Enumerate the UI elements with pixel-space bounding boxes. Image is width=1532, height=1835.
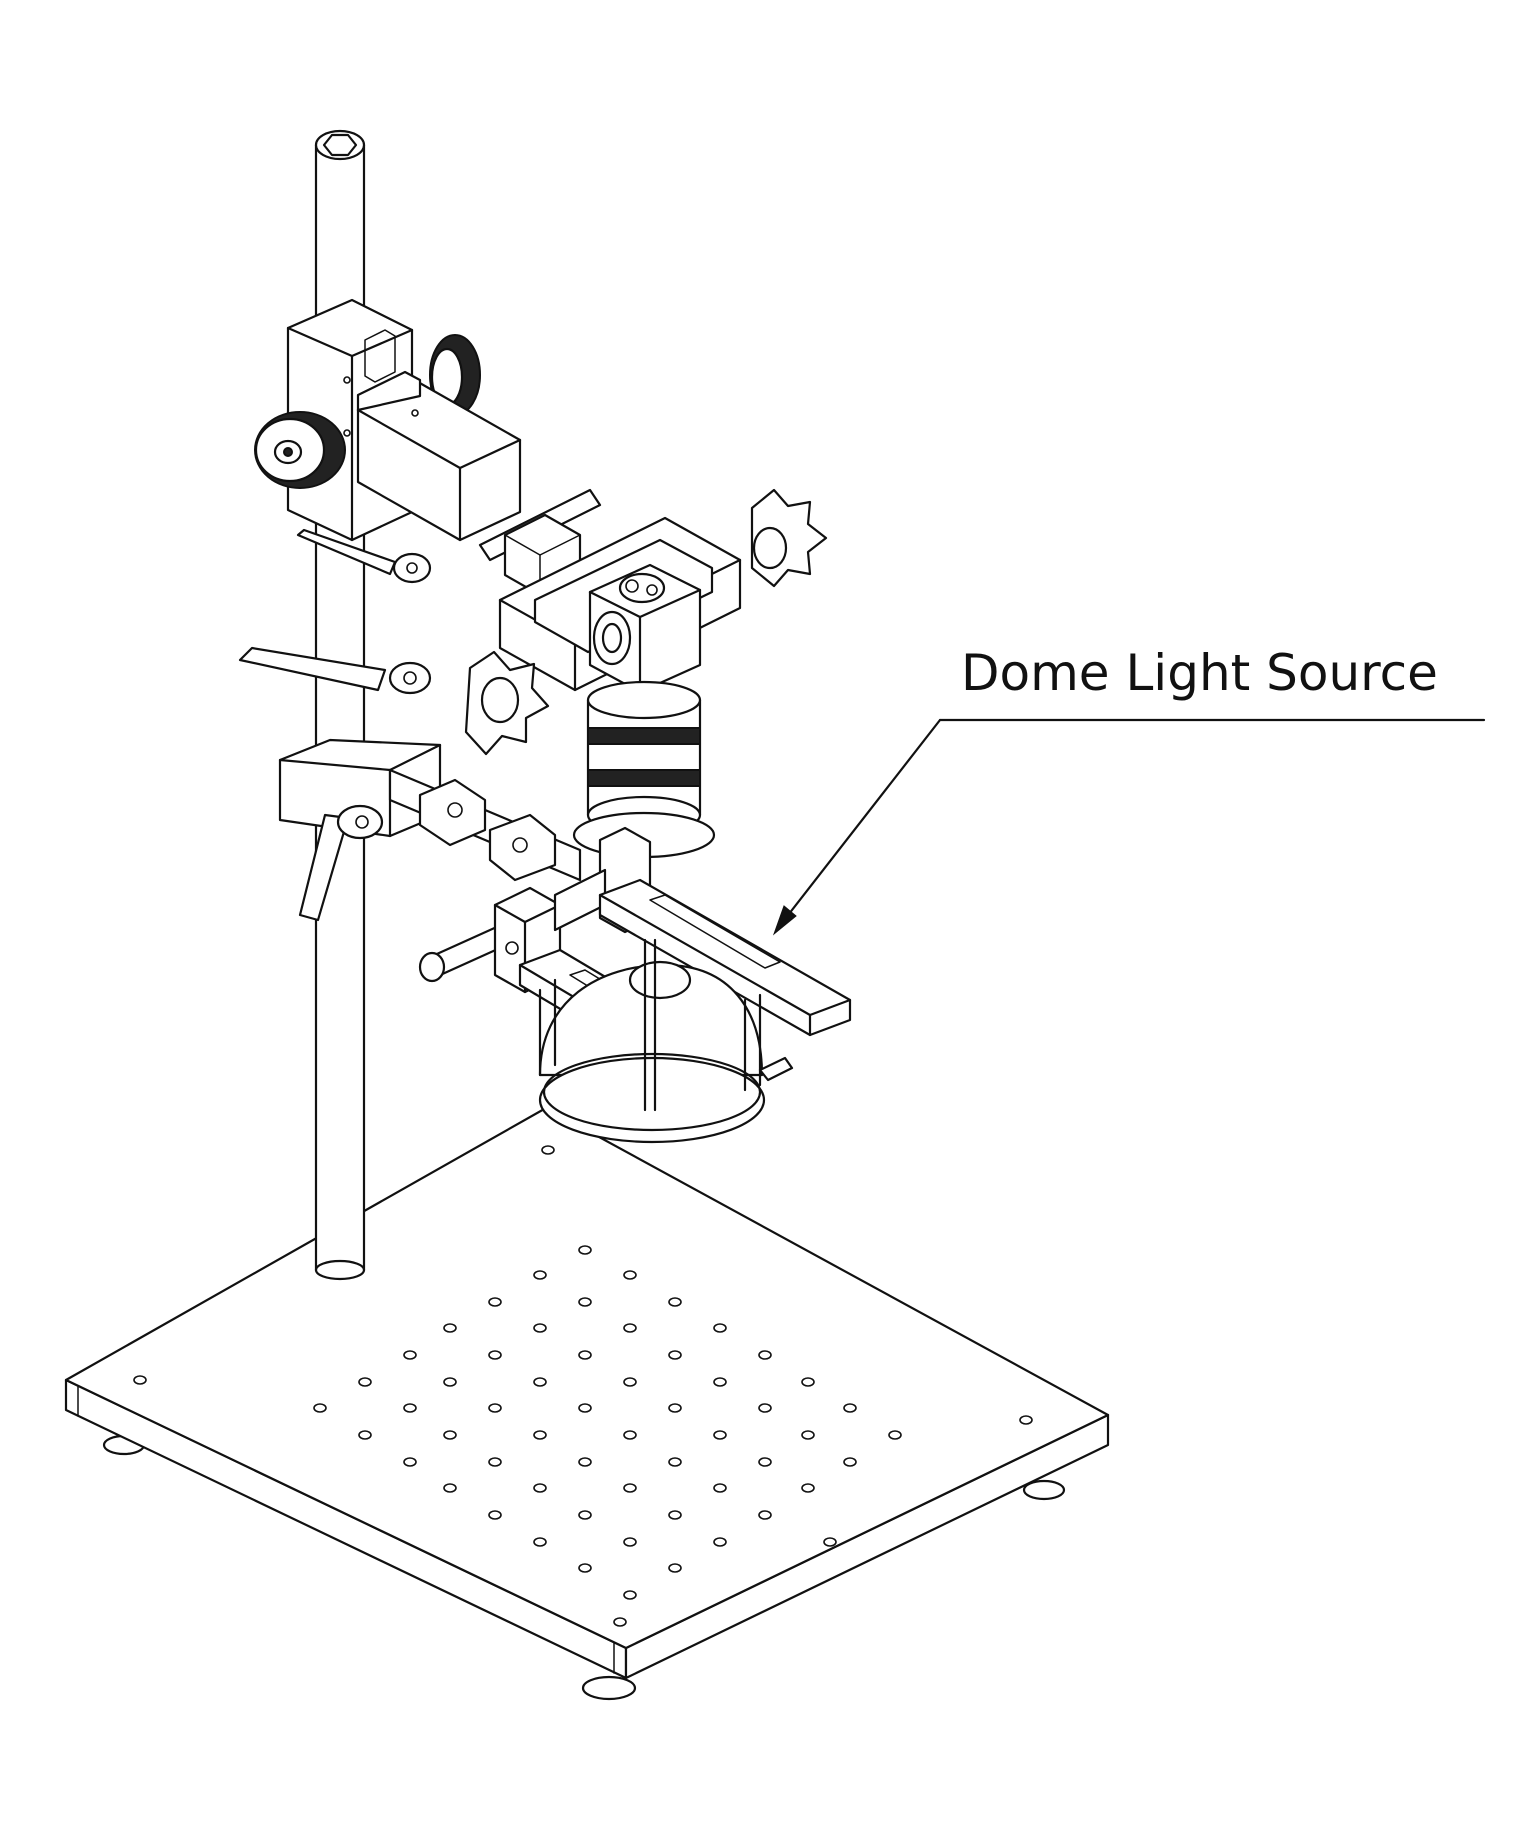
plate-hole	[668, 1350, 682, 1360]
plate-hole	[758, 1510, 772, 1520]
plate-hole	[358, 1377, 372, 1387]
plate-hole	[133, 1375, 147, 1385]
plate-hole	[578, 1297, 592, 1307]
plate-mounting-holes	[133, 1145, 1033, 1627]
plate-hole	[668, 1563, 682, 1573]
plate-hole	[843, 1457, 857, 1467]
plate-hole	[843, 1403, 857, 1413]
plate-hole	[623, 1590, 637, 1600]
plate-hole	[758, 1457, 772, 1467]
plate-hole	[623, 1483, 637, 1493]
plate-hole	[613, 1617, 627, 1627]
callout-leader-line	[776, 718, 942, 930]
plate-hole	[713, 1537, 727, 1547]
plate-hole	[578, 1563, 592, 1573]
callout-label: Dome Light Source	[961, 644, 1438, 702]
dome-light-source	[538, 938, 794, 1144]
plate-hole	[713, 1323, 727, 1333]
plate-hole	[801, 1377, 815, 1387]
plate-hole	[488, 1510, 502, 1520]
plate-hole	[488, 1403, 502, 1413]
plate-hole	[533, 1377, 547, 1387]
plate-hole	[541, 1145, 555, 1155]
plate-hole	[668, 1403, 682, 1413]
plate-hole	[443, 1323, 457, 1333]
plate-hole	[443, 1377, 457, 1387]
plate-hole	[758, 1350, 772, 1360]
plate-hole	[578, 1245, 592, 1255]
plate-hole	[533, 1537, 547, 1547]
plate-hole	[488, 1350, 502, 1360]
plate-hole	[801, 1430, 815, 1440]
plate-hole	[488, 1297, 502, 1307]
plate-hole	[403, 1350, 417, 1360]
plate-hole	[623, 1323, 637, 1333]
callout-arrowhead	[772, 905, 797, 936]
plate-hole	[533, 1430, 547, 1440]
plate-hole	[668, 1297, 682, 1307]
plate-hole	[668, 1457, 682, 1467]
upper-post-clamp	[254, 298, 481, 542]
plate-hole	[358, 1430, 372, 1440]
plate-hole	[578, 1350, 592, 1360]
plate-hole	[758, 1403, 772, 1413]
plate-hole	[578, 1510, 592, 1520]
plate-hole	[888, 1430, 902, 1440]
plate-hole	[443, 1483, 457, 1493]
plate-hole	[403, 1457, 417, 1467]
upper-l-bracket	[356, 370, 522, 542]
callout: Dome Light Source	[772, 644, 1486, 936]
plate-hole	[533, 1483, 547, 1493]
plate-hole	[713, 1483, 727, 1493]
plate-hole	[533, 1270, 547, 1280]
camera-lens	[572, 680, 716, 859]
plate-hole	[713, 1377, 727, 1387]
plate-hole	[623, 1270, 637, 1280]
industrial-camera	[588, 563, 702, 694]
plate-hole	[623, 1377, 637, 1387]
plate-hole	[533, 1323, 547, 1333]
plate-hole	[403, 1403, 417, 1413]
base-plate	[64, 1106, 1110, 1701]
plate-hole	[1019, 1415, 1033, 1425]
plate-hole	[488, 1457, 502, 1467]
plate-hole	[713, 1430, 727, 1440]
plate-hole	[578, 1403, 592, 1413]
plate-hole	[578, 1457, 592, 1467]
plate-hole	[623, 1537, 637, 1547]
plate-hole	[443, 1430, 457, 1440]
plate-hole	[668, 1510, 682, 1520]
plate-hole	[801, 1483, 815, 1493]
plate-hole	[823, 1537, 837, 1547]
lower-post-clamp	[238, 528, 582, 922]
plate-hole	[313, 1403, 327, 1413]
plate-hole	[623, 1430, 637, 1440]
